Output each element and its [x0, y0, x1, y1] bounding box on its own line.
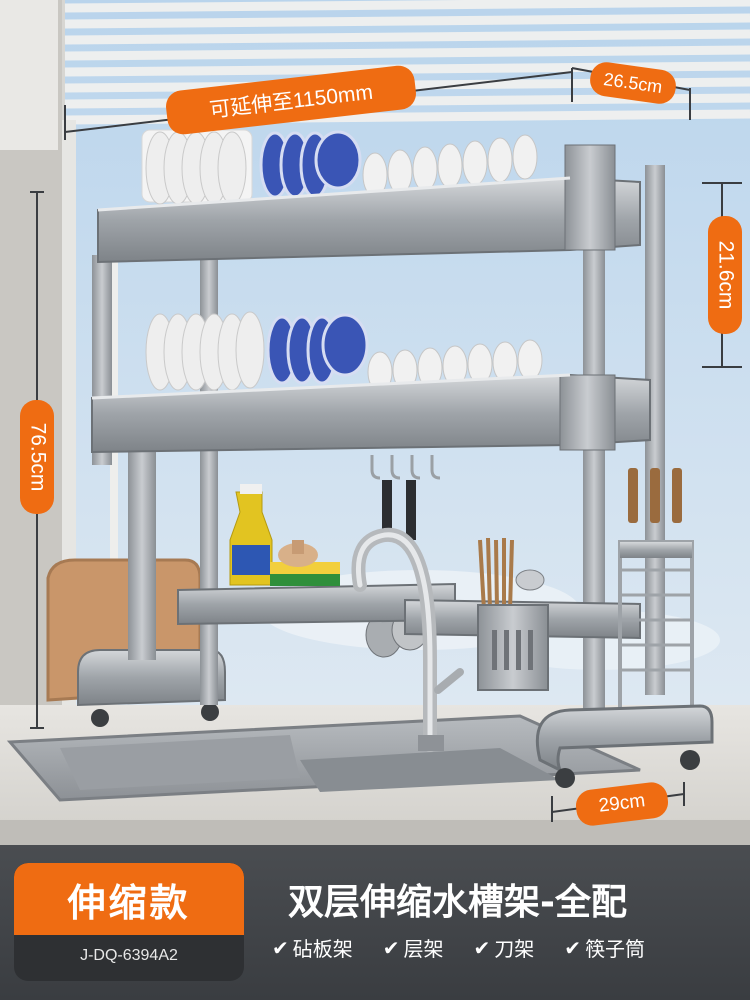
product-title: 双层伸缩水槽架-全配	[288, 882, 627, 923]
total-height-label: 76.5cm	[20, 400, 54, 514]
product-info-bar: 伸缩款 J-DQ-6394A2 双层伸缩水槽架-全配 ✔ 砧板架 ✔ 层架 ✔ …	[0, 845, 750, 1000]
feature-label: 筷子筒	[585, 937, 646, 961]
product-badge: 伸缩款 J-DQ-6394A2	[14, 863, 244, 981]
check-icon: ✔	[564, 935, 582, 960]
feature-item: ✔ 刀架	[474, 933, 535, 962]
feature-label: 刀架	[494, 937, 535, 961]
check-icon: ✔	[272, 935, 289, 960]
badge-header: 伸缩款	[14, 863, 244, 935]
feature-list: ✔ 砧板架 ✔ 层架 ✔ 刀架 ✔ 筷子筒	[272, 933, 645, 962]
feature-item: ✔ 筷子筒	[564, 933, 645, 962]
feature-label: 层架	[403, 937, 444, 961]
badge-title: 伸缩款	[67, 880, 191, 925]
total-height-text: 76.5cm	[26, 422, 49, 492]
kitchen-scene	[0, 0, 750, 860]
check-icon: ✔	[382, 935, 400, 960]
check-icon: ✔	[473, 935, 491, 960]
feature-item: ✔ 层架	[383, 933, 444, 962]
tier-height-text: 21.6cm	[714, 240, 737, 310]
model-number: J-DQ-6394A2	[80, 947, 178, 964]
tier-height-label: 21.6cm	[708, 216, 742, 334]
feature-item: ✔ 砧板架	[272, 933, 353, 962]
feature-label: 砧板架	[292, 937, 353, 961]
